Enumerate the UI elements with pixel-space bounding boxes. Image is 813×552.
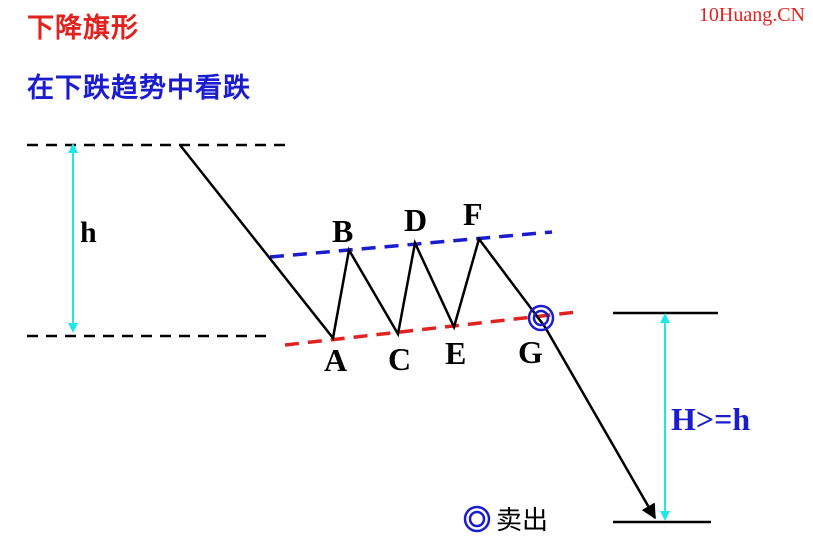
point-label-g: G bbox=[518, 334, 543, 370]
price-path bbox=[179, 144, 657, 520]
point-label-d: D bbox=[404, 202, 427, 238]
legend: 卖出 bbox=[462, 500, 548, 537]
target-distance-label: H>=h bbox=[671, 401, 750, 437]
point-label-f: F bbox=[463, 196, 483, 232]
upper-trendline bbox=[269, 230, 553, 259]
point-label-c: C bbox=[388, 341, 411, 377]
point-label-b: B bbox=[332, 213, 353, 249]
point-label-e: E bbox=[445, 335, 466, 371]
sell-marker bbox=[527, 304, 555, 332]
legend-label: 卖出 bbox=[496, 506, 549, 536]
page-subtitle: 在下跌趋势中看跌 bbox=[27, 73, 251, 104]
flagpole-height-label: h bbox=[80, 216, 97, 249]
watermark: 10Huang.CN bbox=[698, 4, 805, 26]
page-title: 下降旗形 bbox=[27, 13, 139, 44]
double-circle-icon bbox=[463, 505, 491, 532]
point-label-a: A bbox=[324, 342, 347, 378]
